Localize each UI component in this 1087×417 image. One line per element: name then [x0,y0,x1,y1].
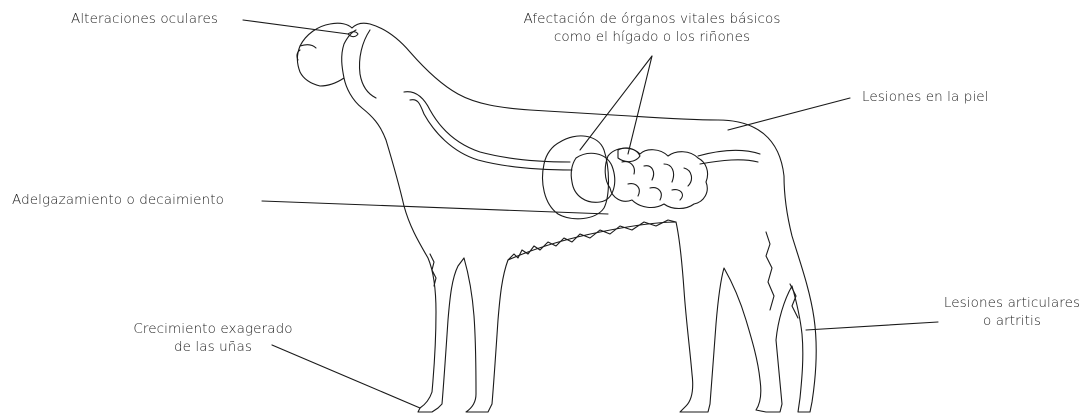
label-nails-line1: Crecimiento exagerado [118,320,308,338]
label-weight: Adelgazamiento o decaimiento [12,191,224,209]
label-skin: Lesiones en la piel [862,88,989,106]
label-joints: Lesiones articulares o artritis [938,294,1086,330]
label-joints-line2: o artritis [938,312,1086,330]
leader-weight [262,201,608,214]
dog-rear-fur [790,284,798,318]
dog-kidney-tube [698,150,760,164]
dog-outline [297,23,816,412]
leader-organs-a [580,56,652,150]
leader-joints [806,322,938,330]
label-organs: Afectación de órganos vitales básicos co… [512,10,792,46]
dog-belly-fur [508,220,676,260]
dog-tail-fur [766,232,774,310]
label-organs-line1: Afectación de órganos vitales básicos [512,10,792,28]
dog-intestines [605,148,707,208]
label-nails: Crecimiento exagerado de las uñas [118,320,308,356]
dog-liver [543,136,609,219]
leader-skin [728,98,850,130]
dog-ear [359,30,376,98]
label-eyes: Alteraciones oculares [71,10,218,28]
dog-head-detail [300,30,356,78]
label-joints-line1: Lesiones articulares [938,294,1086,312]
leader-organs-b [628,56,652,154]
label-nails-line2: de las uñas [118,338,308,356]
dog-esophagus [404,92,572,170]
label-organs-line2: como el hígado o los riñones [512,28,792,46]
dog-chest-fur [430,254,436,286]
leader-eyes [243,20,348,34]
